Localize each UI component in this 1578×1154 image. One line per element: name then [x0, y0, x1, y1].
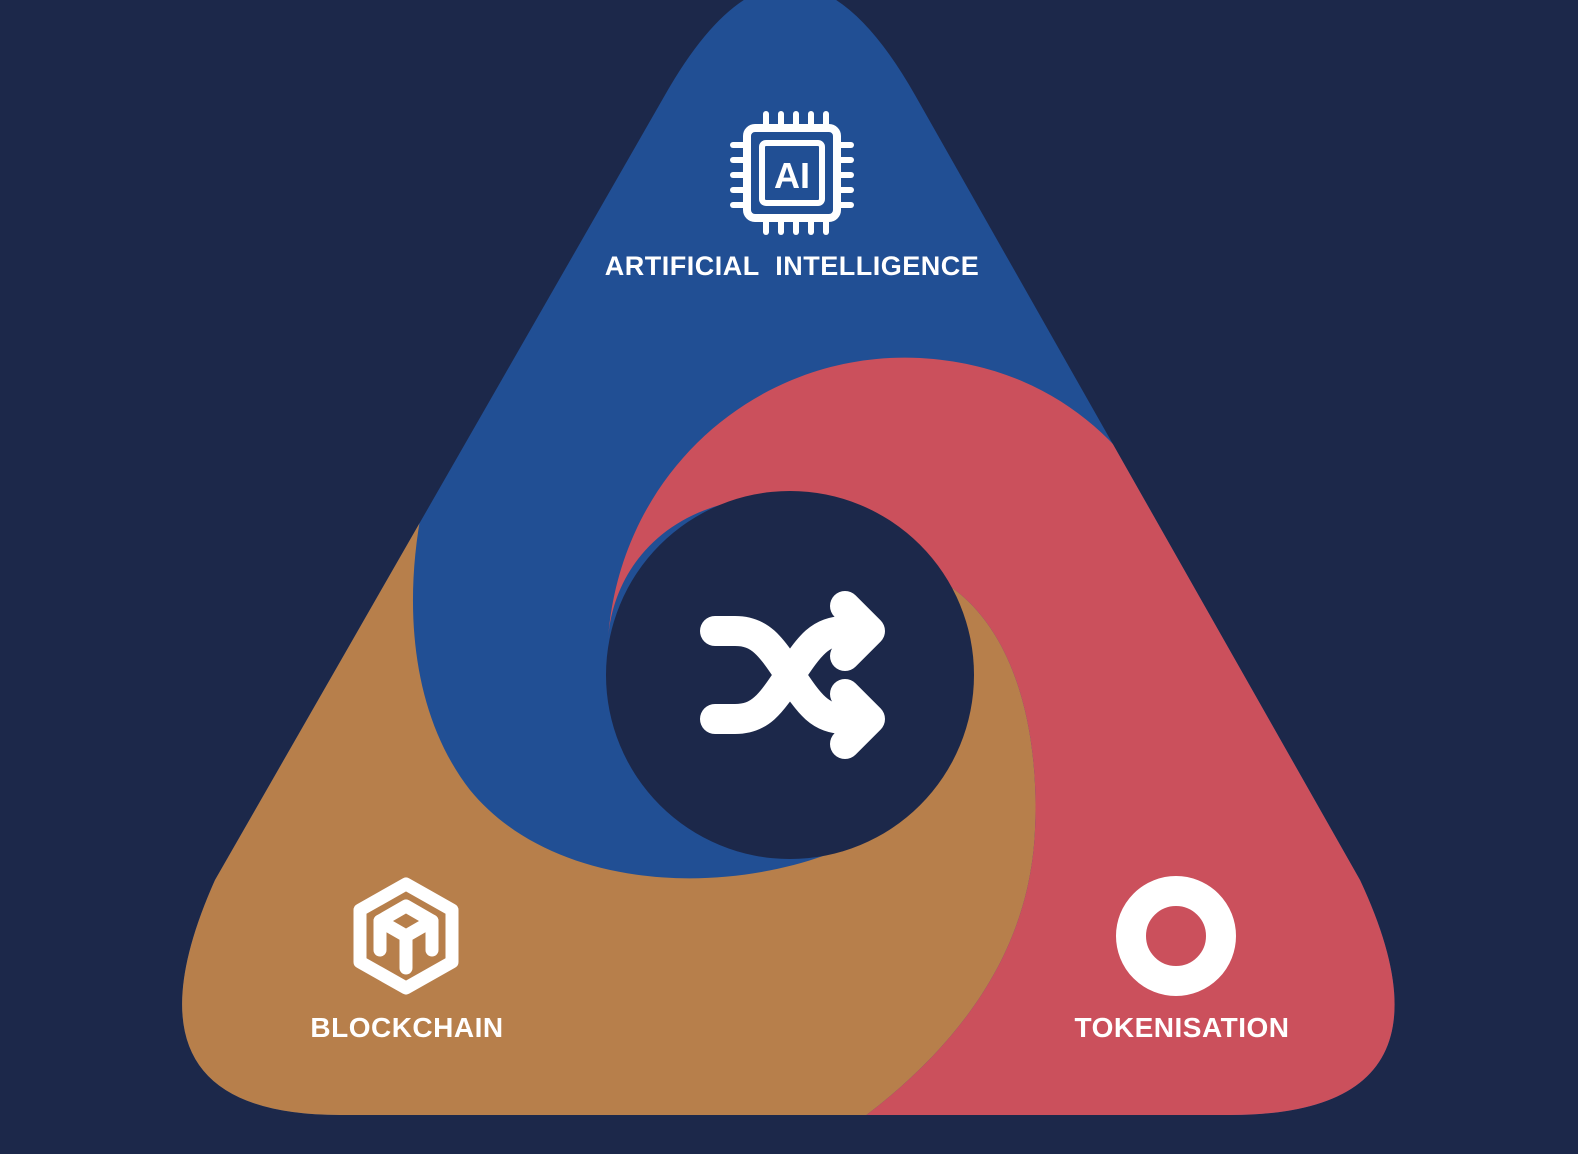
shuffle-icon	[700, 591, 885, 759]
blockchain-label: BLOCKCHAIN	[310, 1012, 503, 1043]
token-ring-icon	[1116, 876, 1236, 996]
blockchain-cube-icon	[353, 877, 459, 995]
ai-label: ARTIFICIAL INTELLIGENCE	[605, 251, 980, 281]
ai-chip-icon: AI	[730, 111, 854, 235]
tokenisation-label: TOKENISATION	[1075, 1012, 1290, 1043]
ai-chip-text: AI	[774, 155, 810, 196]
